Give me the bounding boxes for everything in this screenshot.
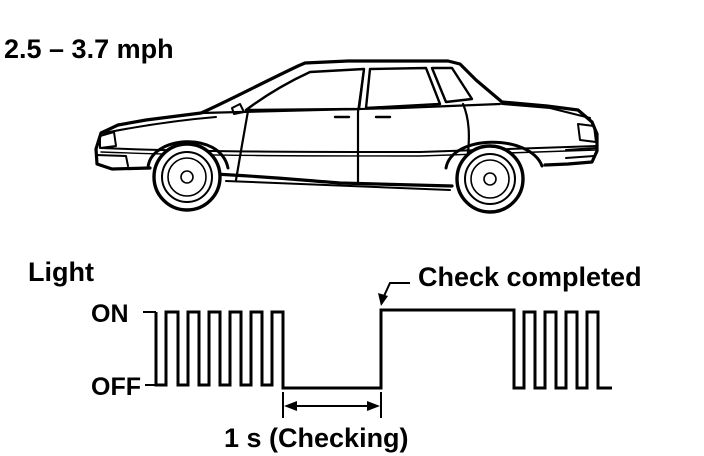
interval-label: 1 s (Checking) bbox=[224, 423, 409, 453]
off-level-label: OFF bbox=[91, 373, 141, 401]
car-rear-wheel bbox=[455, 144, 525, 214]
car-hood-line bbox=[103, 116, 217, 134]
car-rocker-line bbox=[210, 172, 454, 188]
interval-arrow-right bbox=[367, 401, 380, 411]
chart-y-title: Light bbox=[28, 257, 94, 287]
car-trunk-line bbox=[501, 103, 591, 119]
light-waveform bbox=[154, 308, 612, 390]
check-completed-label: Check completed bbox=[418, 262, 642, 292]
car-center-door-line bbox=[356, 67, 366, 186]
car-rear-door-line bbox=[461, 102, 470, 162]
car-mirror bbox=[231, 103, 245, 115]
car-front-window bbox=[244, 67, 366, 112]
car-rear-wheel-arch bbox=[444, 140, 544, 170]
car-headlight bbox=[99, 131, 117, 149]
car-front-bumper bbox=[95, 154, 129, 167]
car-beltline bbox=[199, 102, 502, 115]
car-side-line-lower bbox=[100, 149, 597, 157]
speed-label: 2.5 – 3.7 mph bbox=[4, 34, 174, 64]
car-front-wheel bbox=[152, 142, 222, 212]
car-sill-line bbox=[225, 180, 451, 191]
on-level-label: ON bbox=[91, 300, 129, 328]
car-body-outline bbox=[94, 59, 599, 171]
car-front-door-line bbox=[234, 109, 250, 182]
car-rear-bumper bbox=[565, 147, 598, 159]
check-completed-leader bbox=[383, 282, 410, 297]
car-front-wheel-arch bbox=[146, 140, 230, 170]
car-taillight bbox=[577, 123, 597, 143]
signal-chart: Light ON OFF Check completed 1 s (Checki… bbox=[28, 257, 642, 453]
car-window-pillar bbox=[425, 67, 447, 105]
car-side-line bbox=[100, 145, 598, 153]
interval-arrow-left bbox=[284, 401, 297, 411]
car-illustration bbox=[94, 59, 599, 214]
check-completed-arrowhead bbox=[378, 293, 388, 306]
